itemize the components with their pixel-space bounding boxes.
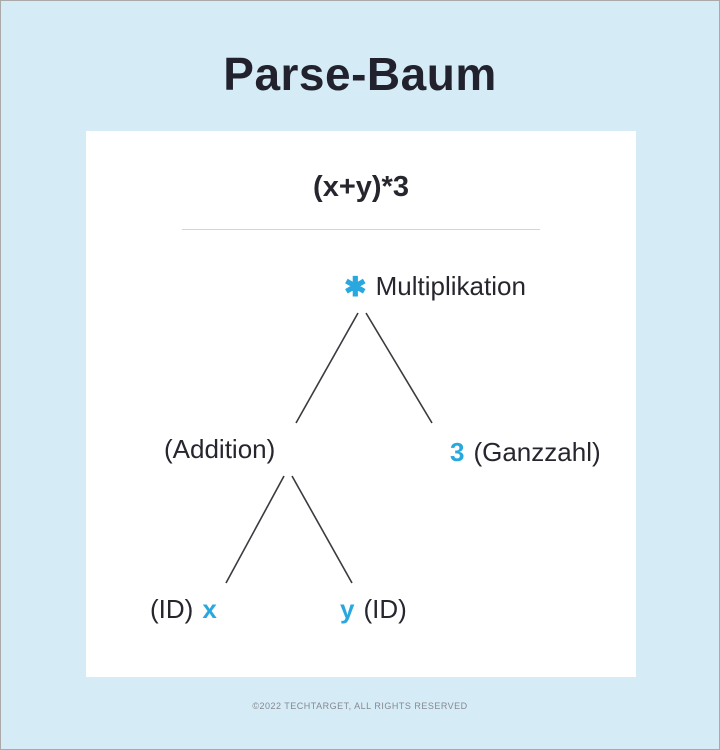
node-ganzzahl-label: (Ganzzahl) xyxy=(473,437,601,467)
node-multiplication: ✱ Multiplikation xyxy=(344,271,526,302)
diagram-card: (x+y)*3 ✱ Multiplikation (Addition) 3 (G… xyxy=(86,131,636,677)
edge-addition-to-y xyxy=(291,475,353,584)
divider-line xyxy=(182,229,540,230)
node-leaf-x: (ID) x xyxy=(150,594,217,625)
node-multiplication-label: Multiplikation xyxy=(375,271,526,301)
edge-addition-to-x xyxy=(225,475,285,584)
tree-edges xyxy=(225,312,433,584)
page-title: Parse-Baum xyxy=(223,48,497,100)
node-addition-label: (Addition) xyxy=(164,434,276,464)
node-leaf-x-label: (ID) xyxy=(150,594,194,624)
node-ganzzahl: 3 (Ganzzahl) xyxy=(450,437,601,468)
node-leaf-x-value: x xyxy=(202,594,217,624)
node-leaf-y-label: (ID) xyxy=(363,594,407,624)
node-leaf-y-value: y xyxy=(340,594,355,624)
edge-root-to-addition xyxy=(295,312,359,424)
copyright-text: ©2022 TECHTARGET, ALL RIGHTS RESERVED xyxy=(252,701,468,711)
expression-heading: (x+y)*3 xyxy=(313,171,409,203)
node-ganzzahl-value: 3 xyxy=(450,437,465,467)
node-addition: (Addition) xyxy=(164,434,275,465)
node-leaf-y: y (ID) xyxy=(340,594,407,625)
asterisk-icon: ✱ xyxy=(344,272,367,302)
edge-root-to-ganzzahl xyxy=(365,312,433,424)
